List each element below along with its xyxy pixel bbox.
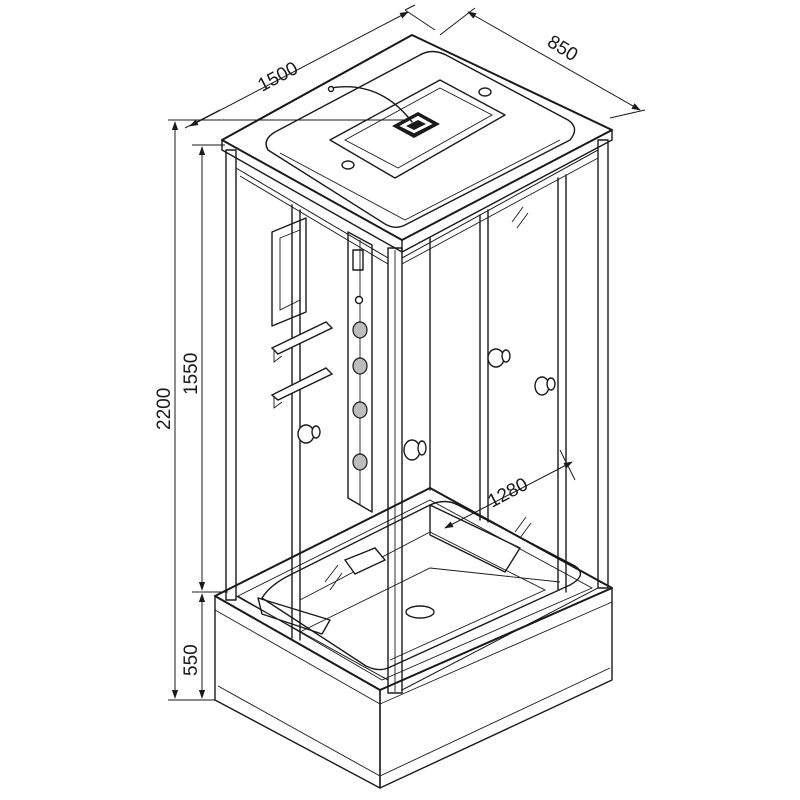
dim-label-1500: 1500: [254, 58, 301, 96]
dim-label-2200: 2200: [154, 388, 175, 430]
dim-label-1280: 1280: [484, 474, 531, 512]
dim-label-1550: 1550: [181, 353, 202, 395]
dimension-labels: 1500 850 2200 1550 550 1280: [154, 31, 581, 676]
shower-tray: [214, 487, 613, 789]
dim-label-850: 850: [543, 31, 581, 66]
frame: [225, 139, 609, 694]
back-wall-accessories: [270, 217, 387, 575]
glass-panels: [235, 149, 599, 691]
dim-label-550: 550: [181, 644, 202, 676]
door-handles: [403, 348, 556, 461]
dimension-lines: [168, 4, 646, 701]
